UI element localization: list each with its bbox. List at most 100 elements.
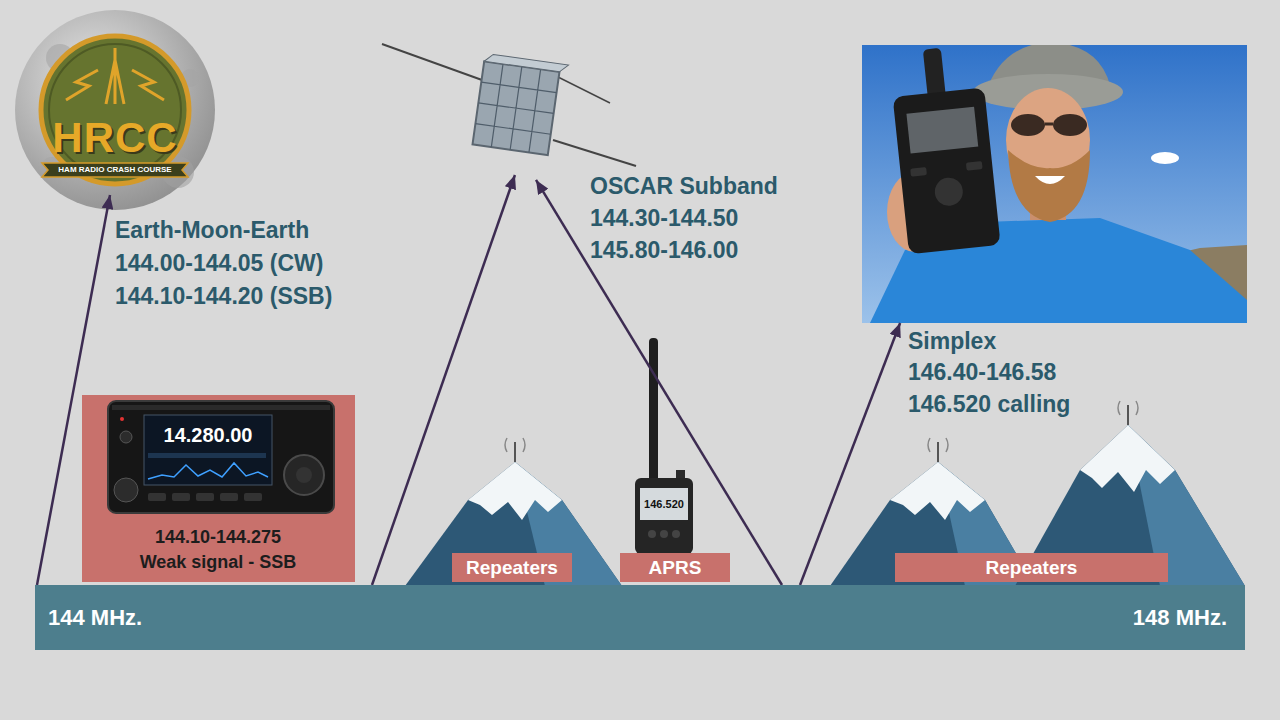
frequency-range: 145.80-146.00 [590, 236, 738, 264]
repeater-tower [937, 442, 939, 462]
solar-cells [473, 61, 560, 155]
spectrum-trace [148, 463, 268, 479]
satellite-node: OSCAR Subband144.30-144.50145.80-146.00 [380, 40, 640, 190]
cloud [1151, 152, 1179, 164]
face [1006, 88, 1090, 192]
moon-logo [15, 10, 215, 210]
satellite-body [473, 61, 560, 155]
ht-knob [676, 470, 685, 480]
segment-name: Repeaters [466, 557, 558, 579]
hat-crown [985, 45, 1112, 95]
segment-name: Repeaters [986, 557, 1078, 579]
logo-disc [41, 36, 189, 184]
frequency-arrow [536, 180, 782, 585]
ht-display: 146.520 [644, 497, 684, 511]
frequency-band: 144 MHz. 148 MHz. [35, 585, 1245, 650]
calling-frequency: 146.520 calling [908, 390, 1070, 418]
frequency-range: 144.10-144.275 [155, 526, 281, 548]
crater [46, 44, 74, 72]
aprs-tag: APRS [620, 553, 730, 582]
radio-knob [114, 478, 138, 502]
repeater-tag: Repeaters [895, 553, 1168, 582]
banner-text: HAM RADIO CRASH COURSE [58, 165, 171, 175]
ht-button [648, 530, 656, 538]
satellite-top [484, 53, 568, 73]
frequency-arrow [800, 323, 900, 585]
frequency-range: 144.30-144.50 [590, 204, 738, 232]
frequency-range: 144.10-144.20 (SSB) [115, 282, 332, 310]
radio-body [108, 401, 334, 513]
hand [887, 172, 943, 252]
radio-button [910, 167, 927, 177]
aprs-handheld [635, 338, 693, 554]
radio-knob [120, 431, 132, 443]
sky [862, 45, 1247, 323]
repeater-tower [1127, 405, 1129, 425]
radio-sheen [112, 405, 330, 410]
repeater-tower [514, 442, 516, 462]
weak-signal-box: 14.280.00 144.10-144.275Weak signal - SSB [82, 395, 355, 582]
moon [15, 10, 215, 210]
band-edge: 148 MHz. [1133, 605, 1227, 631]
logo-ring [49, 44, 181, 176]
radio-waves [1118, 401, 1138, 415]
hat-brim [973, 74, 1123, 110]
frequency-range: 146.40-146.58 [908, 358, 1056, 386]
radio-button [196, 493, 214, 501]
antenna-line [553, 140, 636, 166]
radio-button [172, 493, 190, 501]
operator-photo [862, 45, 1247, 323]
radio-antenna [923, 48, 946, 100]
radio-display: 14.280.00 [164, 423, 253, 447]
radio-waves [928, 438, 948, 452]
ht-button [660, 530, 668, 538]
radio-screen [906, 107, 978, 154]
snow-cap [468, 462, 562, 520]
radio-button [244, 493, 262, 501]
radio-screen [144, 415, 272, 485]
shirt [870, 218, 1247, 323]
screen-bar [148, 453, 266, 458]
band-heading: Simplex [908, 327, 996, 355]
logo-text: HRCC [52, 116, 177, 160]
radio-button [966, 161, 983, 171]
ht-antenna [649, 338, 658, 483]
ht-button [672, 530, 680, 538]
handheld-radio [893, 87, 1001, 254]
satellite [382, 44, 636, 166]
mountain [405, 462, 622, 586]
band-edge: 144 MHz. [48, 605, 142, 631]
logo-banner [42, 163, 188, 177]
photo-node: Simplex146.40-146.58146.520 calling [862, 45, 1247, 323]
ht-body [635, 478, 693, 554]
tower-symbol [106, 48, 124, 104]
frequency-range: 144.00-144.05 (CW) [115, 249, 323, 277]
snow-cap [1080, 425, 1175, 492]
sunglasses [1053, 114, 1087, 136]
sunglasses [1011, 114, 1045, 136]
antenna-line [382, 44, 482, 80]
smile [1035, 176, 1065, 184]
hills [1140, 245, 1247, 323]
segment-name: APRS [649, 557, 702, 579]
neck [1030, 180, 1066, 220]
radio-waves [505, 438, 525, 452]
radio-button [220, 493, 238, 501]
crater [181, 69, 199, 87]
lightning-bolt [132, 70, 164, 100]
sunglasses-bridge [1045, 123, 1053, 126]
tuning-knob [284, 455, 324, 495]
radio-led [120, 417, 124, 421]
mode-note: Weak signal - SSB [140, 551, 297, 573]
lightning-bolt [66, 70, 98, 100]
ht-screen [640, 488, 688, 520]
band-heading: Earth-Moon-Earth [115, 216, 309, 244]
repeater-tag: Repeaters [452, 553, 572, 582]
radio-button [148, 493, 166, 501]
antenna-line [548, 72, 610, 103]
tuning-knob-center [296, 467, 312, 483]
moon-node: HRCCHAM RADIO CRASH COURSEEarth-Moon-Ear… [15, 10, 215, 210]
frequency-arrow [372, 175, 515, 585]
radio-dpad [933, 176, 964, 207]
